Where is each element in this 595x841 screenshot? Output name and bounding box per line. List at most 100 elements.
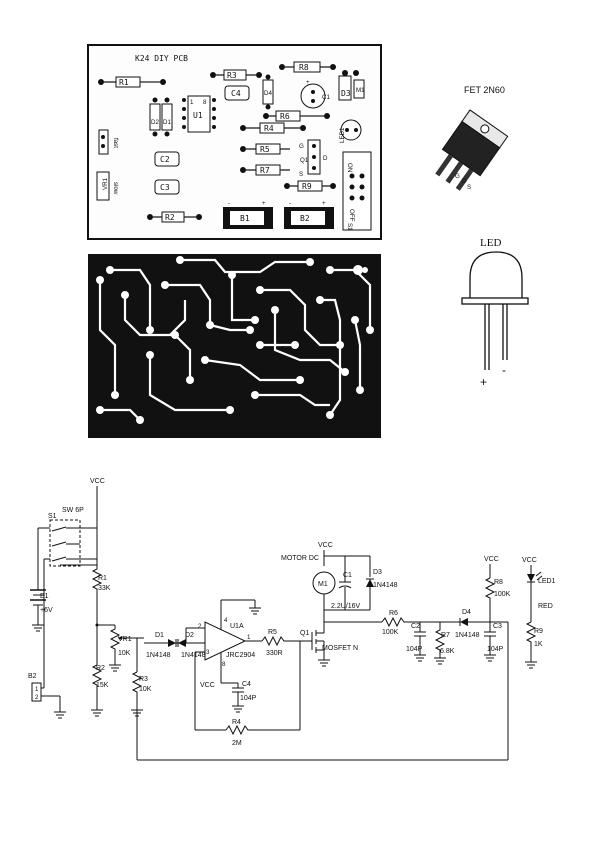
pcb-c4-label: C4	[231, 89, 241, 98]
sch-r2-label: R2	[96, 665, 105, 672]
pcb-c3-label: C3	[160, 183, 170, 192]
sch-c1-label: C1	[343, 572, 352, 579]
sch-u1a-pin1: 1	[247, 634, 251, 641]
sch-d3-label: D3	[373, 569, 382, 576]
pcb-u1-pin8: 8	[203, 99, 207, 106]
sch-q1-val: MOSFET N	[322, 645, 358, 652]
pcb-r1-label: R1	[119, 78, 129, 87]
sch-u1a-pin3: 3	[206, 649, 210, 656]
led-plus: +	[480, 375, 487, 389]
sch-r3-label: R3	[139, 676, 148, 683]
pcb-r9-label: R9	[302, 182, 312, 191]
pcb-silkscreen: K24 DIY PCB R1 R3 R8 D3 M1 D4 C1 + C4	[87, 44, 382, 240]
sch-r7-val: 6.8K	[440, 648, 455, 655]
led-minus: -	[502, 363, 506, 377]
sch-vcc-led: VCC	[522, 557, 537, 564]
sch-r7-label: R7	[441, 632, 450, 639]
sch-b2-label: B2	[28, 673, 37, 680]
sch-b1-label: B1	[40, 593, 49, 600]
pcb-b1-minus: -	[228, 200, 230, 207]
pcb-c1-label: C1	[322, 94, 330, 101]
pcb-r5-label: R5	[260, 145, 270, 154]
pcb-d4-label: D4	[264, 90, 272, 97]
pcb-q1-label: Q1	[300, 157, 309, 164]
fet-d-label: D	[462, 178, 467, 185]
sch-u1a-label: U1A	[230, 623, 244, 630]
pcb-c1-plus: +	[306, 79, 310, 86]
pcb-u1-pin1: 1	[190, 99, 194, 106]
sch-c4-label: C4	[242, 681, 251, 688]
pcb-b1-plus: +	[262, 200, 266, 207]
pcb-r8-label: R8	[299, 63, 309, 72]
sch-u1a-pin2: 2	[198, 623, 202, 630]
sch-d1-label: D1	[155, 632, 164, 639]
pcb-q1-d: D	[323, 155, 328, 162]
sch-r1-label: R1	[98, 575, 107, 582]
sch-c2-val: 104P	[406, 646, 423, 653]
pcb-fast-label: fast	[112, 138, 119, 148]
sch-b1-val: +6V	[40, 607, 53, 614]
pcb-r4-label: R4	[264, 124, 274, 133]
pcb-b2-minus: -	[289, 200, 291, 207]
pcb-q1-s: S	[299, 171, 303, 178]
sch-vr1-label: VR1	[118, 636, 132, 643]
sch-d4-label: D4	[462, 609, 471, 616]
pcb-title: K24 DIY PCB	[135, 54, 188, 63]
pcb-u1-label: U1	[193, 111, 203, 120]
sch-r9-val: 1K	[534, 641, 543, 648]
fet-2n60-illustration: FET 2N60 G D S	[435, 85, 509, 191]
sch-d4-val: 1N4148	[455, 632, 480, 639]
sch-r5-val: 330R	[266, 650, 283, 657]
sch-r2-val: 15K	[96, 682, 109, 689]
sch-led1-label: LED1	[538, 578, 556, 585]
sch-b2-pin2: 2	[35, 694, 39, 701]
sch-r4-label: R4	[232, 719, 241, 726]
sch-r4-val: 2M	[232, 740, 242, 747]
sch-c1-val: 2.2U/16V	[331, 603, 361, 610]
sch-r5-label: R5	[268, 629, 277, 636]
sch-r8-label: R8	[494, 579, 503, 586]
pcb-b2-label: B2	[300, 214, 310, 223]
pcb-d3-label: D3	[341, 89, 351, 98]
sch-r8-val: 100K	[494, 591, 511, 598]
pcb-on-label: ON	[346, 163, 353, 172]
sch-u1a-val: JRC2904	[226, 652, 255, 659]
sch-d3-val: 1N4148	[373, 582, 398, 589]
sch-vcc-1: VCC	[90, 478, 105, 485]
pcb-c2-label: C2	[160, 155, 170, 164]
pcb-m1-label: M1	[356, 87, 365, 94]
sch-motor-label: MOTOR DC	[281, 555, 319, 562]
fet-title: FET 2N60	[464, 85, 505, 95]
sch-d2-label: D2	[185, 632, 194, 639]
sch-u1a-pin4: 4	[224, 617, 228, 624]
led-title: LED	[480, 237, 501, 249]
pcb-b2-plus: +	[322, 200, 326, 207]
sch-r6-label: R6	[389, 610, 398, 617]
sch-u1a-pin8: 8	[222, 661, 226, 668]
fet-s-label: S	[467, 184, 471, 191]
pcb-off-label: OFF	[348, 209, 355, 222]
pcb-led1-label: LED1	[339, 127, 346, 143]
sch-r6-val: 100K	[382, 629, 399, 636]
sch-led1-val: RED	[538, 603, 553, 610]
sch-vcc-motor: VCC	[318, 542, 333, 549]
sch-c3-label: C3	[493, 623, 502, 630]
pcb-b1-label: B1	[240, 214, 250, 223]
pcb-q1-g: G	[299, 143, 304, 150]
sch-vcc-r8: VCC	[484, 556, 499, 563]
pcb-r3-label: R3	[227, 71, 237, 80]
pcb-r2-label: R2	[165, 213, 175, 222]
pcb-r7-label: R7	[260, 166, 270, 175]
sch-sw-label: SW 6P	[62, 507, 84, 514]
led-illustration: LED + -	[461, 237, 529, 389]
circuit-schematic: VCC S1 SW 6P B1 +6V B2 1 2	[28, 478, 556, 761]
pcb-vr1-label: VR1	[102, 177, 109, 190]
sch-vcc-pin: VCC	[200, 682, 215, 689]
sch-c3-val: 104P	[487, 646, 504, 653]
sch-b2-pin1: 1	[35, 686, 39, 693]
sch-r9-label: R9	[534, 628, 543, 635]
sch-q1-label: Q1	[300, 630, 309, 637]
pcb-d2-label: D2	[151, 119, 159, 126]
pcb-d1-label: D1	[163, 119, 171, 126]
